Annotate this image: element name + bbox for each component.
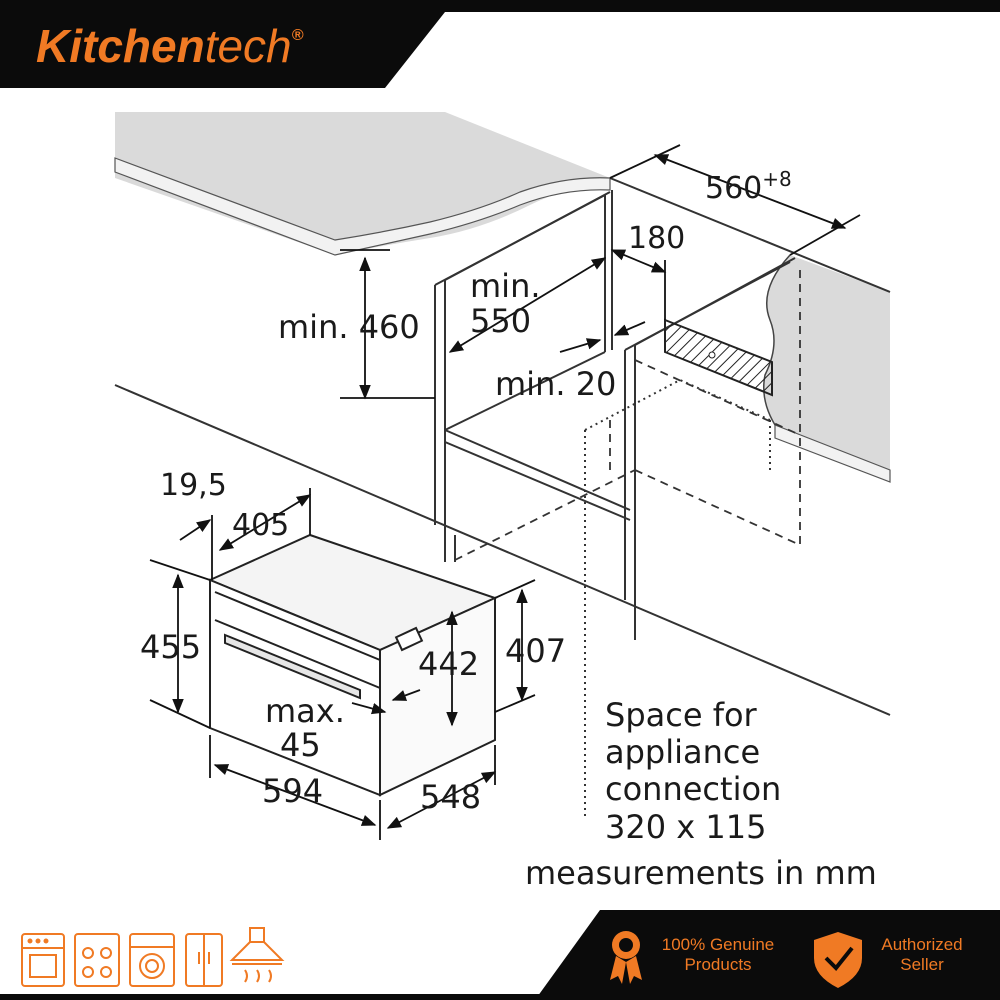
cabinet-structure	[114, 177, 891, 716]
svg-text:320 x 115: 320 x 115	[605, 808, 766, 846]
authorized-badge: Authorized Seller	[814, 932, 963, 988]
dim-594: 594	[262, 772, 323, 810]
dim-455: 455	[140, 628, 201, 666]
svg-text:Authorized: Authorized	[881, 935, 962, 954]
dim-560: 560+8	[705, 167, 792, 206]
shield-check-icon	[814, 932, 862, 988]
svg-text:Seller: Seller	[900, 955, 944, 974]
units-note: measurements in mm	[525, 854, 877, 892]
dim-max-45-line1: max.	[265, 692, 345, 730]
svg-text:Products: Products	[684, 955, 751, 974]
connection-space	[584, 378, 771, 820]
dim-405: 405	[232, 508, 289, 543]
dim-min-550-line2: 550	[470, 302, 531, 340]
banner-shape	[0, 0, 1000, 88]
dim-180: 180	[628, 221, 685, 256]
cooktop-icon	[74, 933, 120, 987]
washing-machine-icon	[129, 933, 175, 987]
header-banner: Kitchentech®	[0, 0, 1000, 88]
connection-box	[664, 318, 773, 397]
svg-text:connection: connection	[605, 770, 781, 808]
dim-min-20: min. 20	[495, 365, 616, 403]
brand-logo: Kitchentech®	[36, 20, 304, 72]
dimension-labels: 560+8 180 min. 460 min. 550 min. 20 19,5…	[140, 167, 792, 816]
dim-548: 548	[420, 778, 481, 816]
dim-min-460: min. 460	[278, 308, 420, 346]
dim-min-550-line1: min.	[470, 267, 541, 305]
fridge-icon	[185, 933, 223, 987]
range-hood-icon	[229, 927, 285, 983]
oven-appliance	[207, 533, 498, 797]
hidden-lines	[454, 270, 801, 561]
svg-text:100% Genuine: 100% Genuine	[662, 935, 774, 954]
footer: 100% Genuine Products Authorized Seller	[0, 910, 1000, 1000]
countertop-left	[114, 112, 611, 256]
svg-text:appliance: appliance	[605, 733, 760, 771]
countertop-right	[763, 254, 891, 483]
svg-text:Space for: Space for	[605, 696, 758, 734]
dimension-lines	[149, 144, 861, 840]
dim-442: 442	[418, 645, 479, 683]
genuine-badge: 100% Genuine Products	[610, 931, 774, 984]
footer-banner	[535, 910, 1000, 1000]
dim-407: 407	[505, 632, 566, 670]
dim-19-5: 19,5	[160, 468, 227, 503]
connection-note: Space for appliance connection 320 x 115	[605, 696, 781, 846]
oven-icon	[21, 933, 65, 987]
dim-max-45-line2: 45	[280, 726, 321, 764]
award-ribbon-icon	[610, 931, 642, 984]
